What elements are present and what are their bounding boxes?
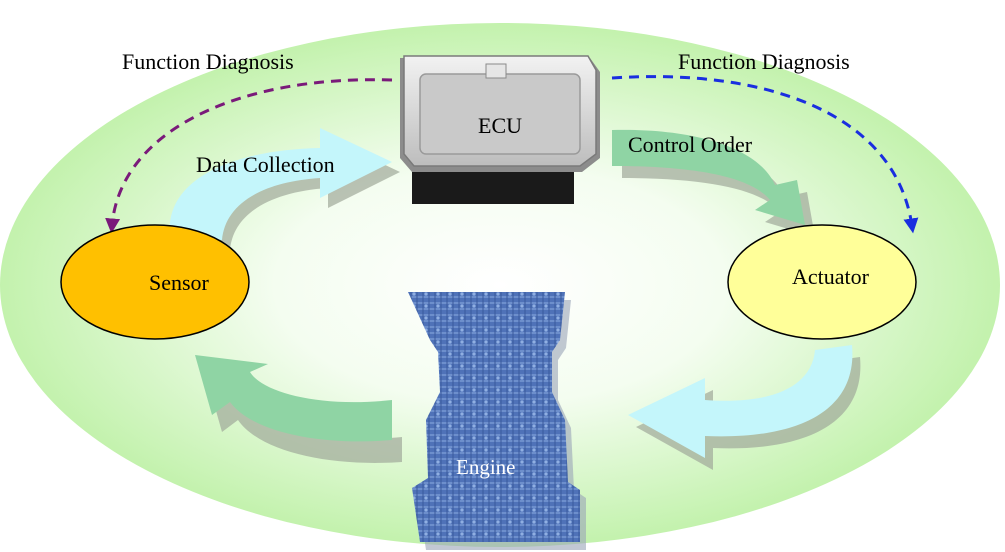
control-order-arrow	[612, 129, 815, 237]
data-collection-label: Data Collection	[196, 152, 335, 177]
function-diagnosis-label-right: Function Diagnosis	[678, 49, 850, 74]
actuator-label: Actuator	[792, 264, 870, 289]
diagnosis-arrow-right	[611, 75, 919, 234]
ecu-label: ECU	[478, 113, 522, 138]
sensor-label: Sensor	[149, 270, 210, 295]
diagnosis-arrow-left	[105, 78, 393, 234]
data-collection-arrow	[169, 128, 400, 250]
engine-label: Engine	[456, 455, 515, 479]
engine-to-sensor-arrow	[195, 355, 402, 463]
ecu-unit	[400, 55, 600, 204]
actuator-node	[727, 224, 917, 340]
engine-block	[408, 292, 586, 550]
actuator-to-engine-arrow	[628, 345, 861, 470]
control-order-label: Control Order	[628, 132, 753, 157]
sensor-node	[60, 224, 250, 340]
function-diagnosis-label-left: Function Diagnosis	[122, 49, 294, 74]
